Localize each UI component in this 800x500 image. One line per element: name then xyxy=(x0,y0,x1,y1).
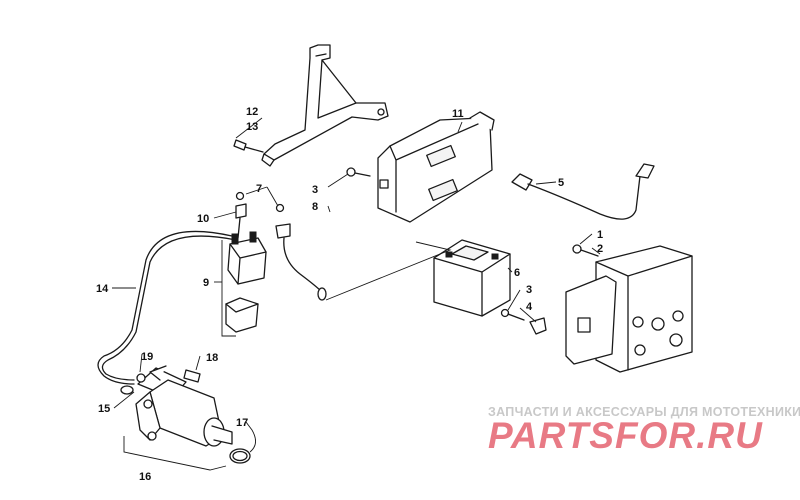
terminal-bolt xyxy=(500,308,547,335)
callout-13: 13 xyxy=(246,121,258,133)
watermark-logo: PARTSFOR.RU xyxy=(488,415,763,456)
battery-cable xyxy=(511,163,655,220)
callout-18: 18 xyxy=(206,352,218,364)
callout-3a: 3 xyxy=(312,184,318,196)
callout-labels: 1 2 3 3 4 5 6 7 8 9 10 11 12 13 14 15 16… xyxy=(96,106,603,483)
solenoid-wires xyxy=(235,203,327,301)
callout-17: 17 xyxy=(236,417,248,429)
callout-19: 19 xyxy=(141,351,153,363)
ring-connectors xyxy=(235,191,285,213)
starter-nut xyxy=(136,373,146,383)
bracket-bolt xyxy=(233,139,264,153)
callout-8: 8 xyxy=(312,201,318,213)
control-unit-bolt xyxy=(572,244,599,257)
watermark: ЗАПЧАСТИ И АКСЕССУАРЫ ДЛЯ МОТОТЕХНИКИ PA… xyxy=(488,405,800,456)
starter-bolt xyxy=(183,369,201,383)
o-ring xyxy=(229,448,251,464)
group-bracket-lines xyxy=(123,240,452,471)
callout-5: 5 xyxy=(558,177,564,189)
battery xyxy=(433,239,511,317)
control-unit xyxy=(565,245,693,373)
callout-16: 16 xyxy=(139,471,151,483)
callout-14: 14 xyxy=(96,283,109,295)
starter-motor xyxy=(135,365,233,447)
callout-9: 9 xyxy=(203,277,209,289)
callout-11: 11 xyxy=(452,108,464,120)
battery-box xyxy=(377,111,495,223)
box-bolt xyxy=(346,167,371,177)
callout-7: 7 xyxy=(256,183,262,195)
mounting-bracket xyxy=(261,44,389,167)
starter-cable xyxy=(97,230,237,395)
callout-15: 15 xyxy=(98,403,110,415)
watermark-tagline: ЗАПЧАСТИ И АКСЕССУАРЫ ДЛЯ МОТОТЕХНИКИ xyxy=(488,405,800,419)
callout-3b: 3 xyxy=(526,284,532,296)
callout-4: 4 xyxy=(526,301,533,313)
callout-10: 10 xyxy=(197,213,209,225)
callout-1: 1 xyxy=(597,229,603,241)
callout-12: 12 xyxy=(246,106,258,118)
callout-6: 6 xyxy=(514,267,520,279)
callout-2: 2 xyxy=(597,243,603,255)
starter-solenoid xyxy=(225,231,267,333)
leader-lines xyxy=(112,117,601,453)
